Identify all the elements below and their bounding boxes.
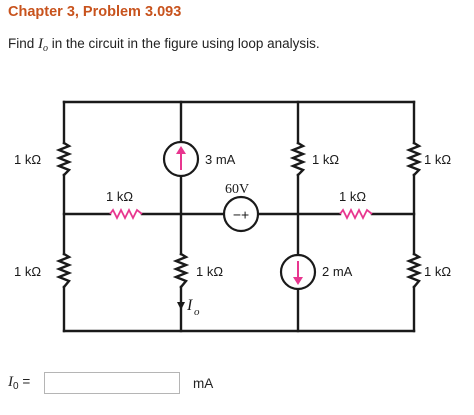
resistor-left-bottom — [55, 252, 73, 289]
label-io-variable: I — [186, 297, 193, 314]
answer-unit: mA — [193, 376, 214, 391]
resistor-right-bottom — [405, 252, 423, 289]
voltage-source-polarity: −+ — [233, 207, 249, 223]
answer-input[interactable] — [44, 372, 180, 394]
label-current-source-2ma: 2 mA — [322, 264, 353, 279]
resistor-mid-left — [109, 207, 143, 221]
answer-label: I0 = — [8, 374, 30, 392]
label-right-mid-upper-resistor: 1 kΩ — [312, 152, 339, 167]
resistor-left-top — [55, 141, 73, 177]
label-left-top-resistor: 1 kΩ — [14, 152, 41, 167]
label-upper-middle-left-resistor: 1 kΩ — [106, 189, 133, 204]
answer-variable: I — [8, 374, 13, 390]
label-right-top-resistor: 1 kΩ — [424, 152, 451, 167]
resistor-center-bottom — [172, 252, 190, 289]
io-arrow — [177, 302, 185, 310]
resistor-rmid-top — [289, 141, 307, 177]
label-upper-middle-right-resistor: 1 kΩ — [339, 189, 366, 204]
problem-variable-subscript: o — [43, 43, 49, 54]
answer-variable-subscript: 0 — [13, 381, 19, 392]
voltage-source-60v: −+ — [222, 195, 260, 233]
problem-text-after: in the circuit in the figure using loop … — [48, 36, 320, 51]
resistor-right-top — [405, 141, 423, 177]
chapter-title: Chapter 3, Problem 3.093 — [8, 4, 182, 20]
label-left-bottom-resistor: 1 kΩ — [14, 264, 41, 279]
problem-statement: Find Io in the circuit in the figure usi… — [8, 36, 320, 54]
label-io-subscript: o — [194, 306, 200, 318]
label-current-source-3ma: 3 mA — [205, 152, 236, 167]
resistor-mid-right — [339, 207, 373, 221]
label-right-bottom-resistor: 1 kΩ — [424, 264, 451, 279]
current-source-2ma — [279, 253, 317, 291]
current-source-3ma — [162, 140, 200, 178]
label-voltage-source: 60V — [225, 182, 249, 197]
problem-text-before: Find — [8, 36, 39, 51]
problem-variable: I — [38, 36, 44, 52]
label-center-lower-resistor: 1 kΩ — [196, 264, 223, 279]
arrow-down-icon — [177, 302, 185, 310]
answer-equals: = — [18, 374, 31, 389]
